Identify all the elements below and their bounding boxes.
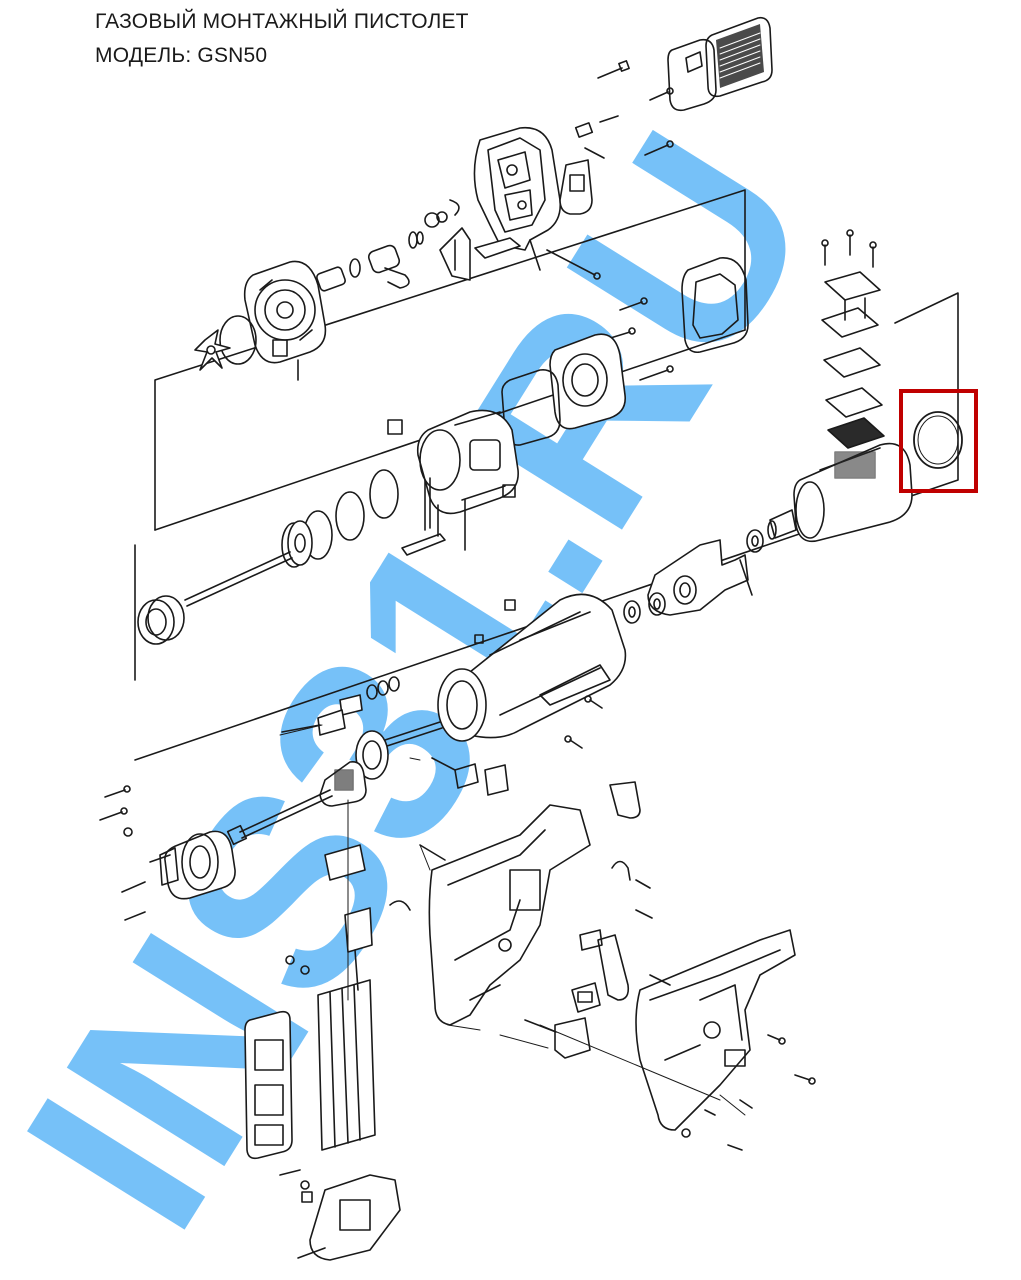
washer-2 (623, 600, 641, 624)
ring-2 (335, 491, 365, 541)
latch-block (571, 982, 601, 1013)
guide-rod (384, 721, 443, 747)
screw-top-2 (649, 87, 674, 101)
spring-clip (424, 199, 460, 228)
bracket-plate (474, 237, 521, 259)
pcb-layer-4 (825, 387, 883, 418)
highlighted-o-ring (913, 411, 963, 469)
nose-bottom (297, 1174, 401, 1261)
screws-handle (649, 974, 816, 1151)
cover-plate (705, 16, 773, 98)
trigger (579, 929, 630, 1001)
motor-endcap (243, 260, 327, 381)
rod-small (546, 249, 601, 280)
pcb-screws (821, 229, 877, 268)
combustion-chamber (387, 409, 519, 515)
nozzle-small (767, 509, 797, 540)
pcb-layer-1 (824, 271, 881, 301)
rear-housing (473, 126, 562, 271)
driver-assembly (319, 760, 367, 807)
trigger-spring (611, 860, 653, 919)
pcb-layer-3 (823, 347, 881, 378)
heatsink (827, 417, 885, 449)
highlight-box (899, 389, 978, 493)
screws-left (99, 785, 171, 921)
button-cap (609, 781, 641, 819)
screw-top-1 (597, 60, 630, 79)
valve-bracket (559, 159, 593, 215)
piston (281, 520, 313, 568)
lever-arm (439, 227, 471, 281)
magazine-rail (317, 979, 376, 1151)
assembly-lines (279, 724, 746, 1116)
driver-shaft (226, 789, 333, 846)
barrel-housing (437, 593, 627, 742)
screw-top-4 (574, 115, 619, 138)
adjuster-parts (281, 676, 400, 736)
screw-top-5 (584, 147, 605, 159)
o-ring-motor (219, 315, 257, 365)
model-label: МОДЕЛЬ: GSN50 (95, 44, 268, 67)
follower-parts (279, 955, 313, 1203)
right-housing (793, 442, 913, 543)
gasket-cylinder (501, 368, 561, 446)
handle-housing-left (419, 804, 591, 1026)
screws-barrel (564, 695, 603, 749)
switch-bracket (524, 1017, 591, 1059)
washer-1 (648, 592, 666, 616)
feed-disc (355, 730, 389, 780)
piston-rod (184, 551, 293, 607)
bumper (137, 595, 185, 645)
trigger-switch (431, 757, 509, 796)
gasket-right (681, 257, 749, 354)
motor-shaft-parts (316, 231, 424, 292)
pcb-layer-2 (821, 307, 879, 338)
magazine-cover (244, 1010, 293, 1160)
rod-vertical (424, 477, 466, 551)
pcb-rods (844, 297, 866, 321)
cylinder-head (549, 333, 627, 430)
washer-small (746, 529, 764, 553)
feeder-block (324, 844, 411, 991)
diagram-title: ГАЗОВЫЙ МОНТАЖНЫЙ ПИСТОЛЕТ (95, 10, 469, 33)
screws-right (603, 297, 674, 381)
screw-top-3 (644, 140, 674, 156)
fan-blade (194, 329, 231, 371)
handle-housing-right (635, 929, 796, 1131)
ring-3 (369, 469, 399, 519)
gasket-top (667, 38, 717, 112)
l-bracket (401, 504, 446, 556)
